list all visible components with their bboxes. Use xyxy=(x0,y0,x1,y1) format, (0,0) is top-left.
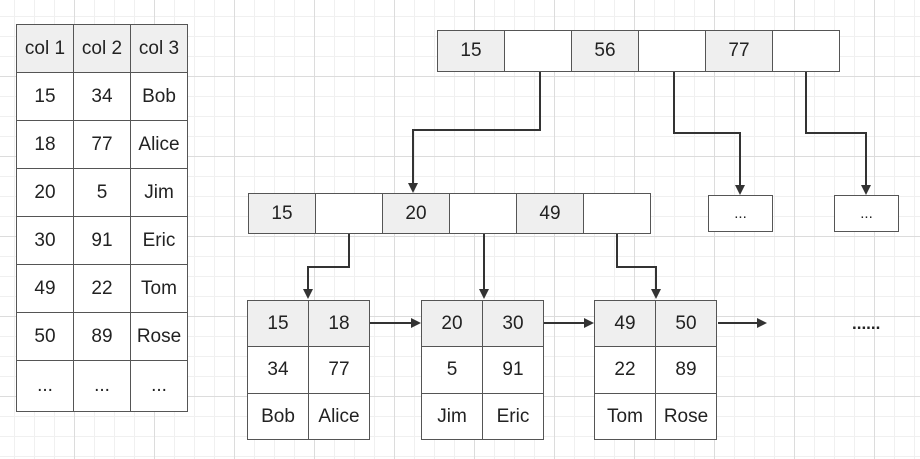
leaf-key: 49 xyxy=(594,300,656,347)
table-cell: 22 xyxy=(73,264,131,313)
placeholder-node: ... xyxy=(708,195,773,232)
table-cell: 20 xyxy=(16,168,74,217)
root-pointer xyxy=(504,30,572,72)
leaf-key: 20 xyxy=(421,300,483,347)
table-header-col2: col 2 xyxy=(73,24,131,73)
leaf-value: 5 xyxy=(421,346,483,394)
arrow-root-to-placeholder-1 xyxy=(673,71,745,195)
table-cell: 34 xyxy=(73,72,131,121)
arrow-root-to-placeholder-2 xyxy=(805,71,871,195)
leaf-value: 77 xyxy=(308,346,370,394)
root-key: 56 xyxy=(571,30,639,72)
leaf-value: Eric xyxy=(482,393,544,440)
leaf-key: 18 xyxy=(308,300,370,347)
root-key: 77 xyxy=(705,30,773,72)
leaf-key: 30 xyxy=(482,300,544,347)
leaf-key: 50 xyxy=(655,300,717,347)
arrow-internal-to-leaf-3 xyxy=(616,233,661,299)
leaf-value: 34 xyxy=(247,346,309,394)
arrow-root-to-internal xyxy=(408,71,541,193)
leaf-value: Rose xyxy=(655,393,717,440)
table-cell: 91 xyxy=(73,216,131,265)
leaf-value: Alice xyxy=(308,393,370,440)
leaf-value: Tom xyxy=(594,393,656,440)
table-cell: Bob xyxy=(130,72,188,121)
table-cell: Eric xyxy=(130,216,188,265)
table-cell: ... xyxy=(130,360,188,412)
internal-key: 15 xyxy=(248,193,316,234)
internal-key: 20 xyxy=(382,193,450,234)
leaf-value: 22 xyxy=(594,346,656,394)
table-cell: ... xyxy=(16,360,74,412)
leaf-value: Bob xyxy=(247,393,309,440)
internal-pointer xyxy=(315,193,383,234)
continuation-ellipsis: ...... xyxy=(852,314,881,333)
arrow-internal-to-leaf-1 xyxy=(303,233,350,299)
table-cell: 5 xyxy=(73,168,131,217)
table-cell: 50 xyxy=(16,312,74,361)
leaf-key: 15 xyxy=(247,300,309,347)
table-header-col1: col 1 xyxy=(16,24,74,73)
placeholder-node: ... xyxy=(834,195,899,232)
table-header-col3: col 3 xyxy=(130,24,188,73)
table-cell: 89 xyxy=(73,312,131,361)
root-pointer xyxy=(772,30,840,72)
table-cell: 18 xyxy=(16,120,74,169)
internal-pointer xyxy=(449,193,517,234)
internal-key: 49 xyxy=(516,193,584,234)
table-cell: Jim xyxy=(130,168,188,217)
leaf-value: 89 xyxy=(655,346,717,394)
table-cell: Alice xyxy=(130,120,188,169)
table-cell: 77 xyxy=(73,120,131,169)
leaf-value: 91 xyxy=(482,346,544,394)
leaf-value: Jim xyxy=(421,393,483,440)
table-cell: ... xyxy=(73,360,131,412)
internal-pointer xyxy=(583,193,651,234)
root-pointer xyxy=(638,30,706,72)
root-key: 15 xyxy=(437,30,505,72)
table-cell: 49 xyxy=(16,264,74,313)
